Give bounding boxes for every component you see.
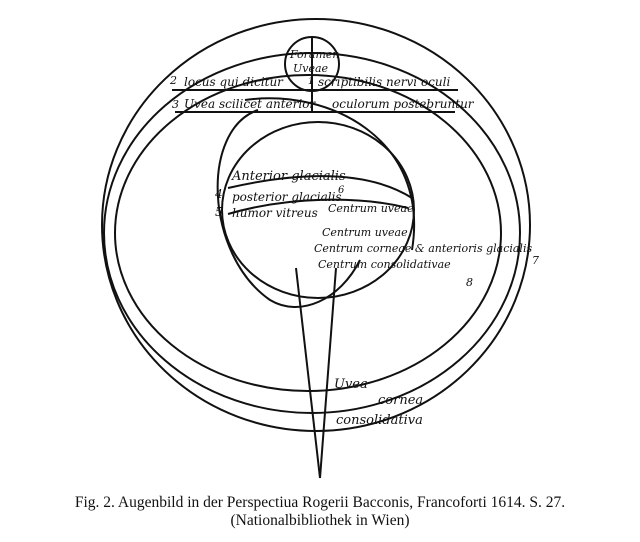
label-uvea-bottom: Uvea <box>334 377 368 392</box>
label-num-6: 6 <box>338 185 345 196</box>
label-num-7: 7 <box>532 254 539 267</box>
label-num-2: 2 <box>169 74 177 87</box>
label-uvea-left: Uvea scilicet anterior <box>184 97 316 111</box>
posterior-arc <box>227 198 409 215</box>
figure-caption: Fig. 2. Augenbild in der Perspectiua Rog… <box>74 494 566 511</box>
label-locus-right: scriptibilis nervi oculi <box>318 75 450 89</box>
inner-globe-outline <box>216 109 361 308</box>
optic-nerve-left <box>295 267 321 479</box>
label-num-8: 8 <box>466 276 473 289</box>
label-num-3: 3 <box>172 98 179 111</box>
glacialis-circle <box>221 121 415 299</box>
label-num-4: 4 <box>214 187 223 201</box>
label-num-1: 1 <box>308 77 314 87</box>
label-humor-vitreus: humor vitreus <box>232 206 318 220</box>
label-anterior-glacialis: Anterior glacialis <box>231 169 346 184</box>
uvea-circle <box>114 74 502 392</box>
label-locus-left: locus qui dicitur <box>184 75 284 89</box>
label-foramen: Foramen <box>289 48 340 61</box>
optic-nerve-right <box>319 267 337 479</box>
anterior-arc <box>227 175 413 199</box>
label-centrum-uveae: Centrum uveae <box>328 202 414 215</box>
consolidativa-circle <box>101 18 531 432</box>
label-centrum-consolidativae: Centrum consolidativae <box>318 258 451 271</box>
label-uveae-top: Uveae <box>293 62 329 75</box>
label-uvea-right: oculorum postebruntur <box>332 97 475 111</box>
label-cornea: cornea <box>378 393 423 408</box>
label-centrum-corneae: Centrum corneae & anterioris glacialis <box>314 242 532 255</box>
label-num-5: 5 <box>215 205 223 219</box>
label-posterior-glacialis: posterior glacialis <box>232 190 342 204</box>
label-consolidativa: consolidativa <box>336 413 423 428</box>
figure-caption-source: (Nationalbibliothek in Wien) <box>230 512 410 529</box>
label-centrum-uveae-2: Centrum uveae <box>322 226 408 239</box>
